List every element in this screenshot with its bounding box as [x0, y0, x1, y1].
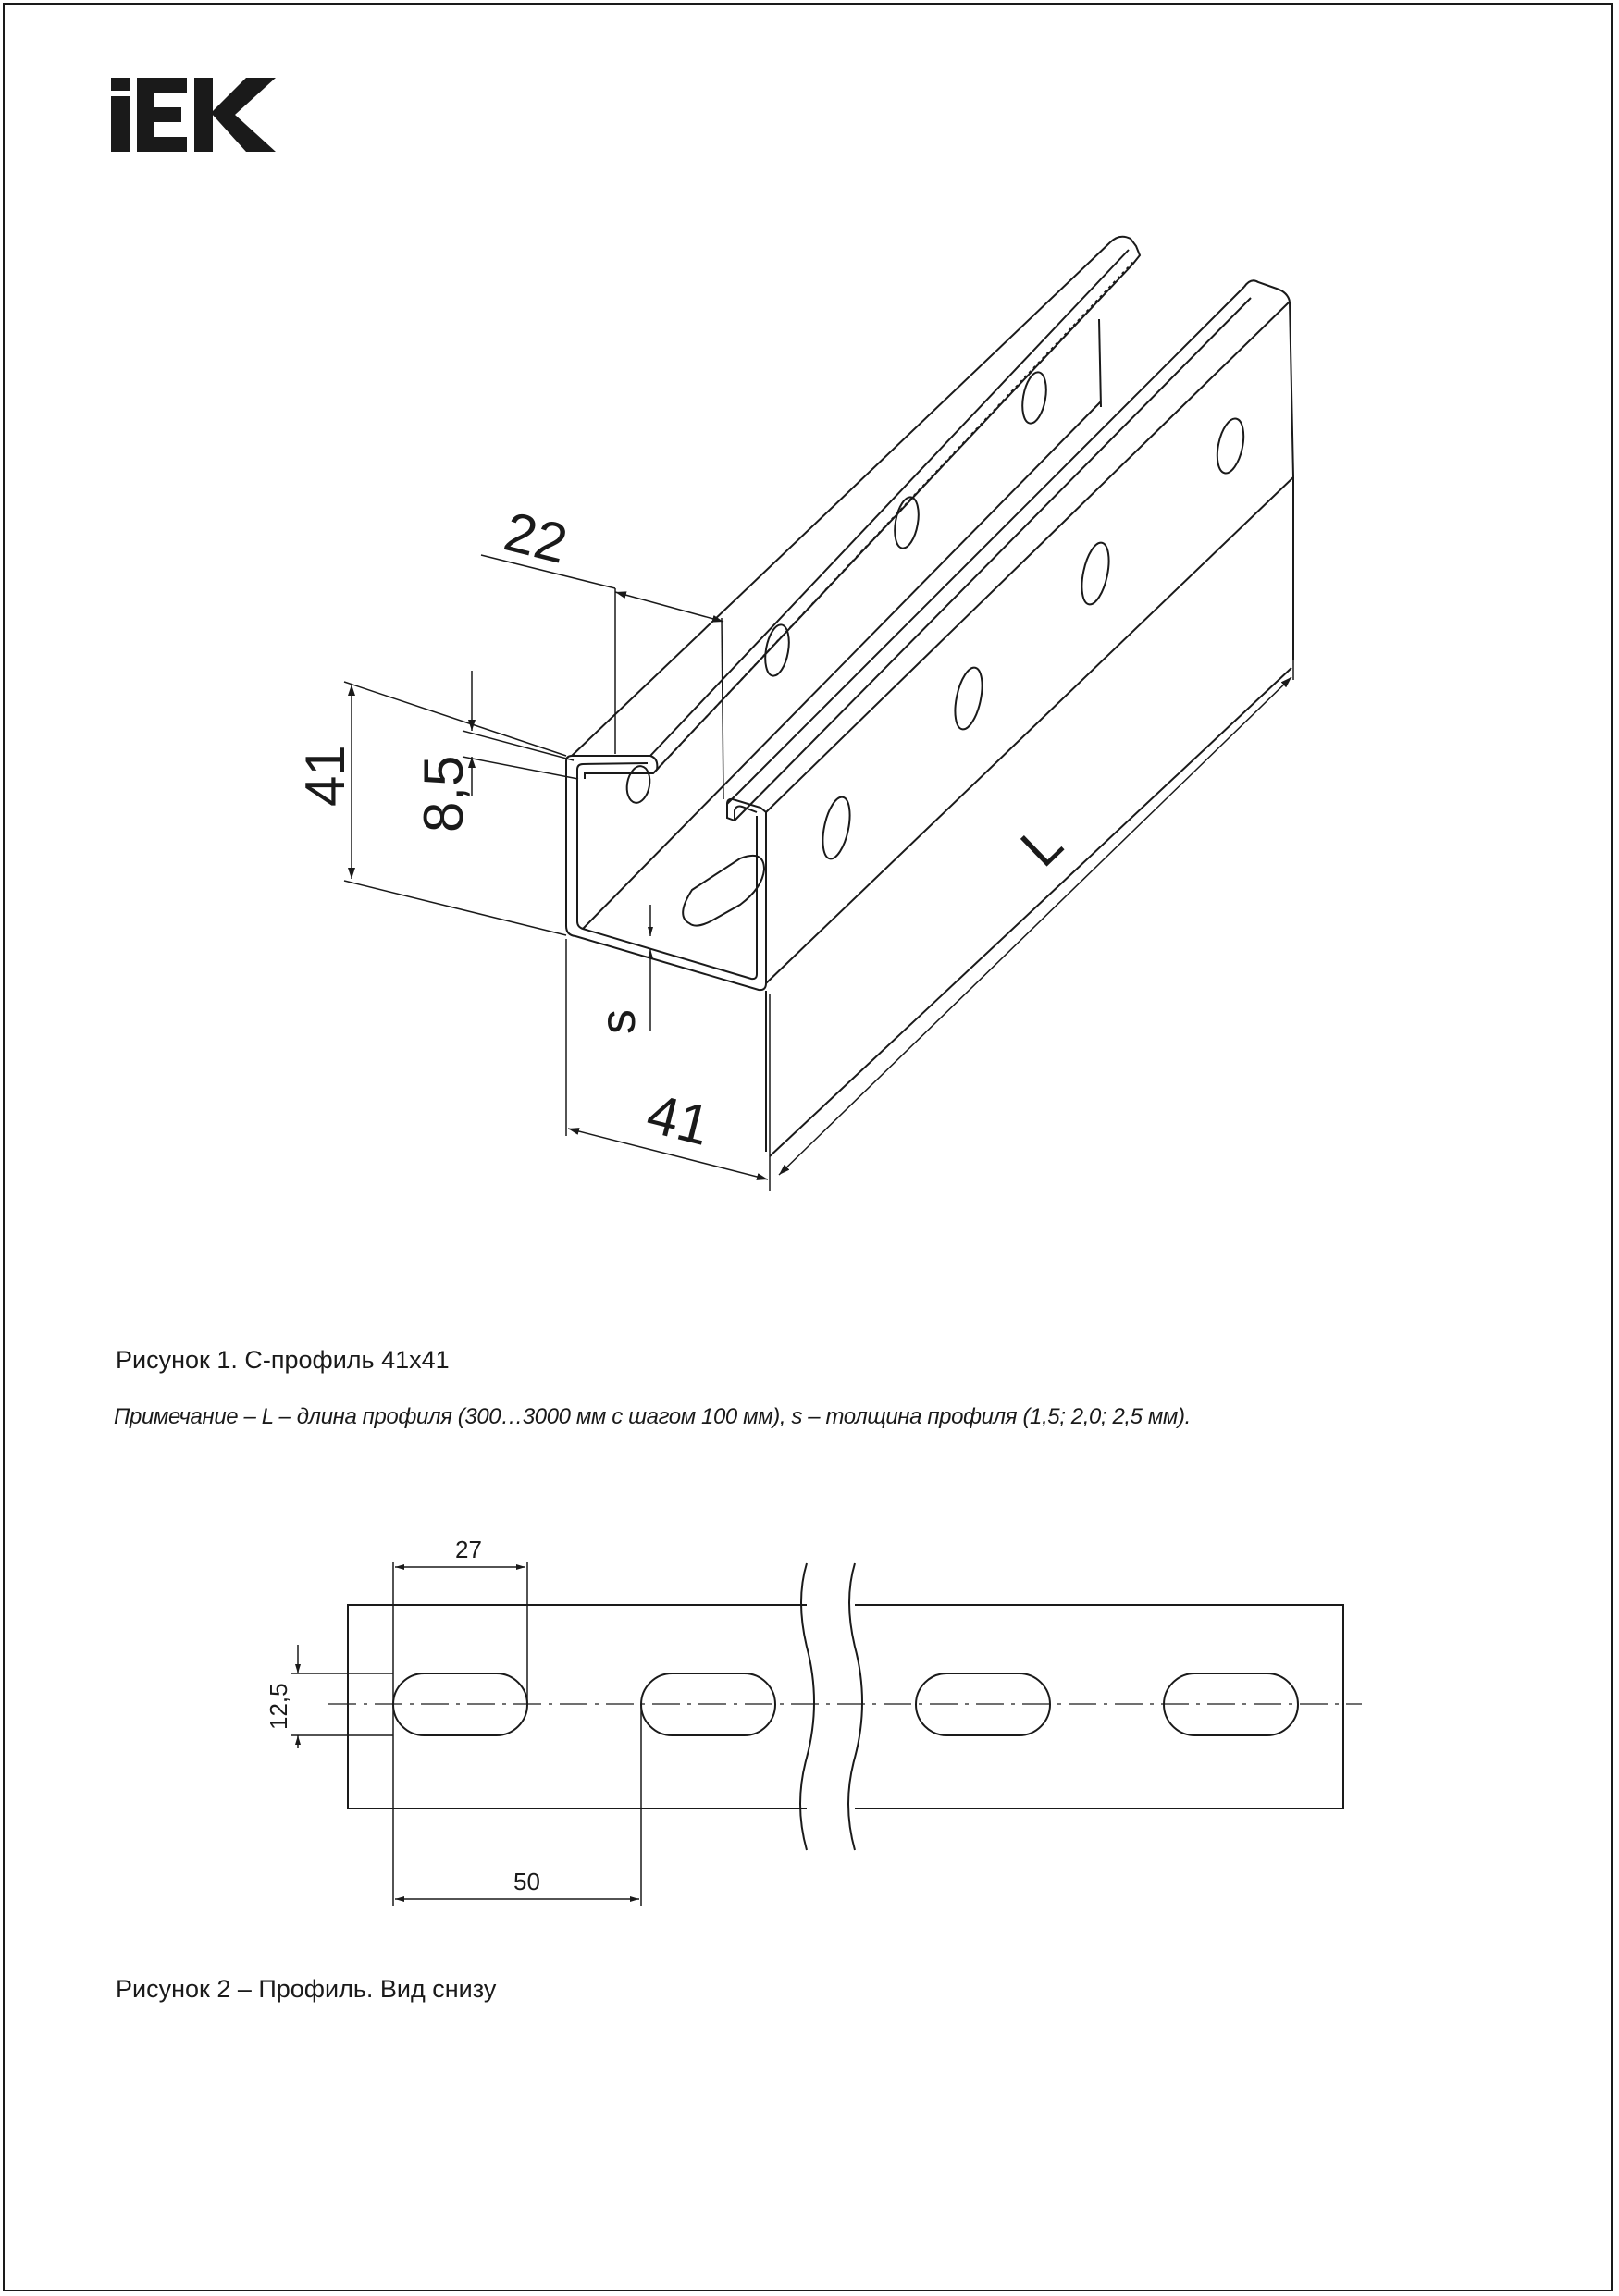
dim-27-label: 27 [455, 1536, 482, 1563]
profile-section-inner [576, 762, 758, 981]
page-frame [3, 3, 1613, 2291]
break-line-right [847, 1562, 863, 1851]
figure2-caption: Рисунок 2 – Профиль. Вид снизу [116, 1975, 497, 2003]
figure1-dimensions [343, 490, 1294, 1191]
dim-125-label: 12,5 [265, 1683, 292, 1730]
dim-L-label: L [1008, 812, 1074, 878]
break-line-left [799, 1562, 815, 1851]
dim-50-label: 50 [513, 1868, 540, 1895]
iek-logo [111, 78, 276, 152]
dim-41-height-label: 41 [294, 745, 356, 807]
figure1-dimension-labels: 22 41 8,5 s 41 L [294, 500, 1074, 1157]
dim-22-line [614, 591, 724, 623]
c-profile-isometric [565, 235, 1294, 1157]
dim-85-label: 8,5 [413, 756, 475, 833]
web-slot [682, 855, 766, 927]
figure2-dimensions [291, 1562, 642, 1906]
dim-22-label: 22 [499, 500, 574, 575]
dim-41-width-label: 41 [641, 1082, 716, 1157]
dim-41-width-line [567, 1128, 769, 1180]
profile-bottom-view [328, 1562, 1362, 1851]
figure1-note: Примечание – L – длина профиля (300…3000… [114, 1404, 1191, 1429]
profile-section-outer [565, 755, 767, 992]
figure2-dimension-labels: 27 12,5 50 [265, 1536, 540, 1895]
dim-s-label: s [590, 1009, 646, 1034]
figure1-caption: Рисунок 1. С-профиль 41х41 [116, 1346, 450, 1374]
dim-L-line [778, 676, 1292, 1176]
